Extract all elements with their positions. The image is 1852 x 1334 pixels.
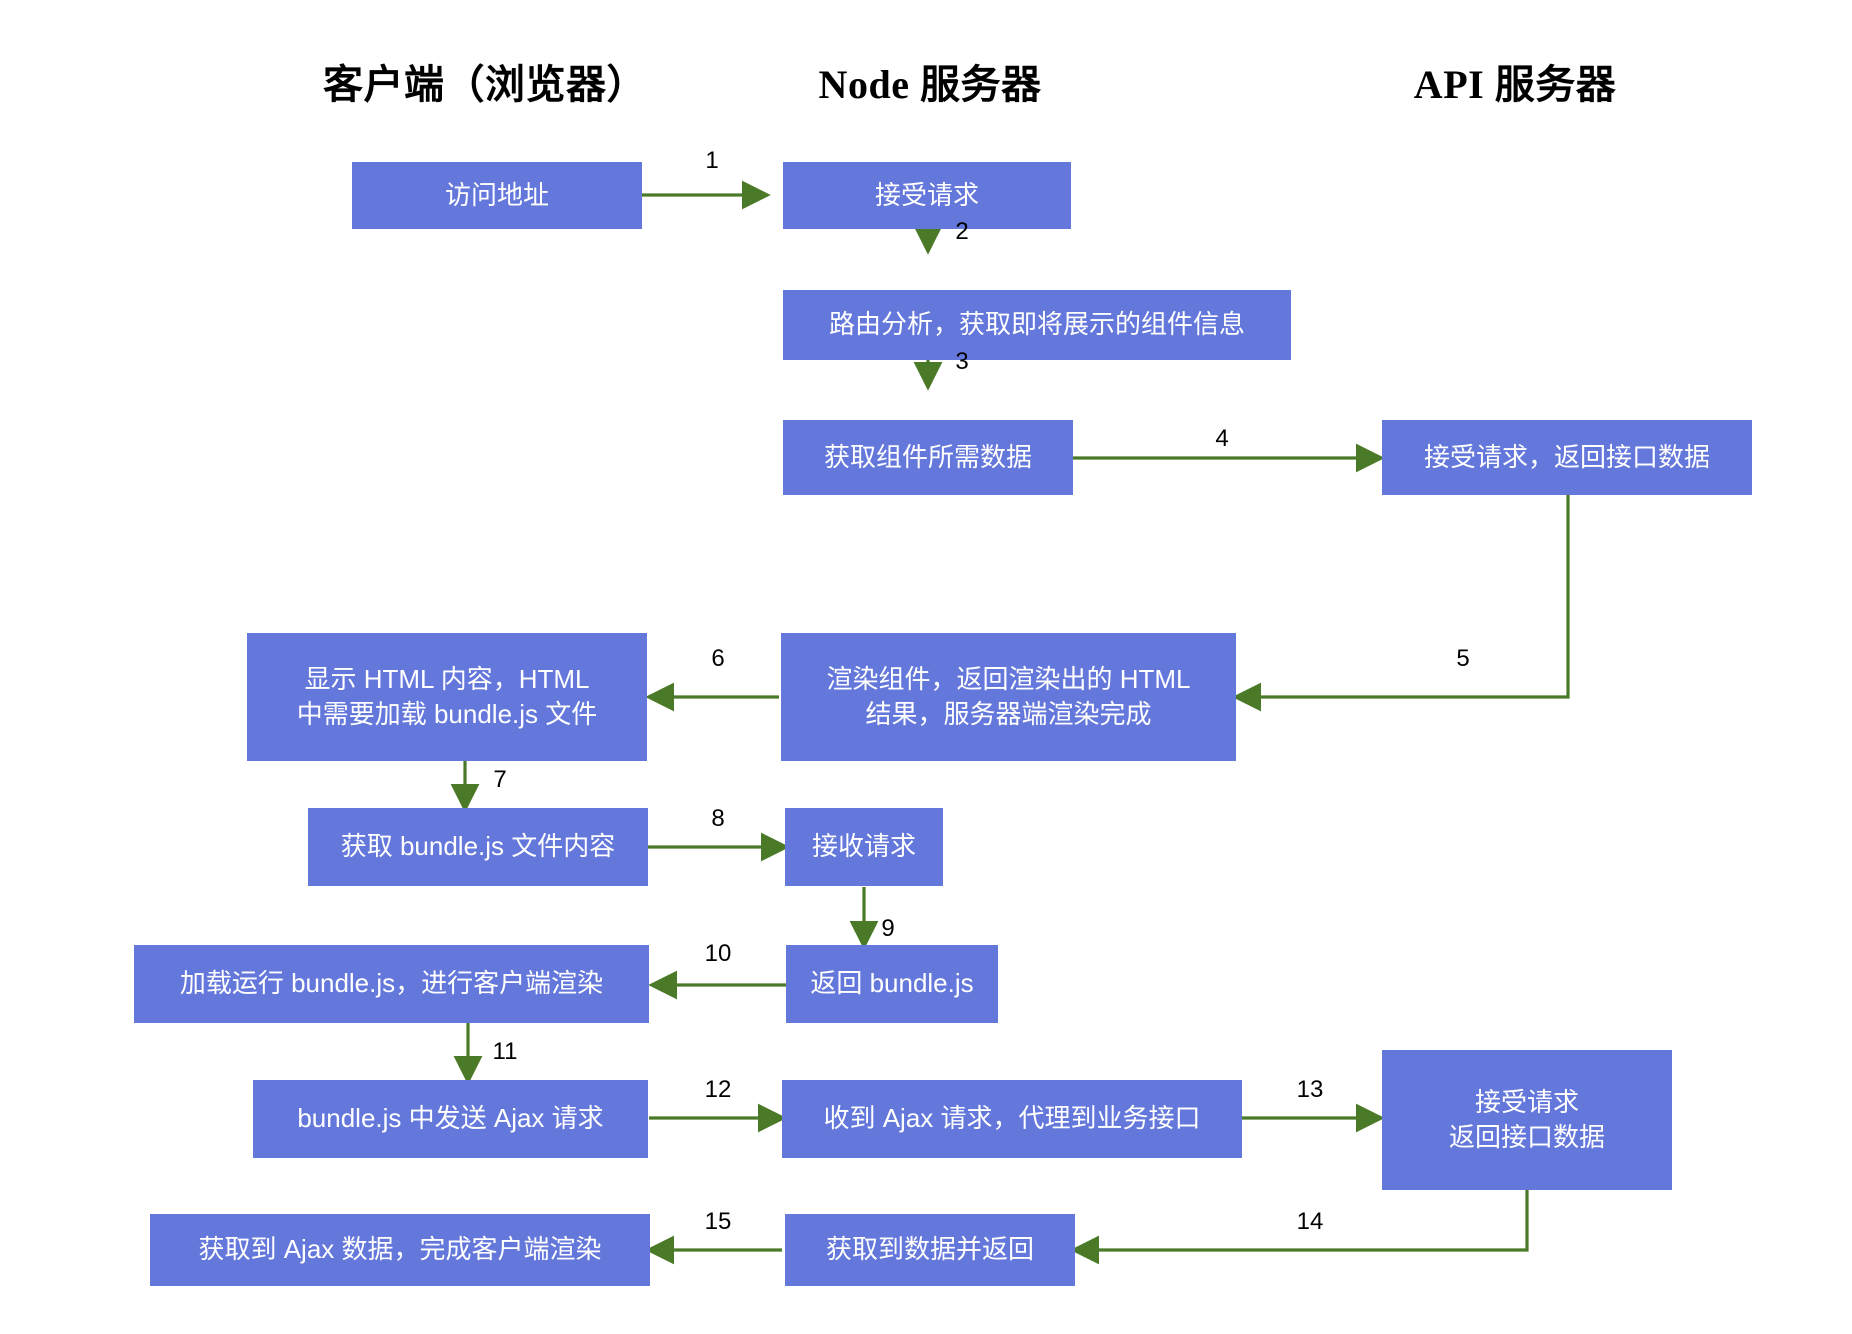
node-api-accept-return-data-2[interactable]: 接受请求 返回接口数据 — [1382, 1050, 1672, 1190]
edge-label-12: 12 — [704, 1076, 732, 1103]
edge-label-2: 2 — [955, 218, 969, 245]
node-api-accept-return-data[interactable]: 接受请求，返回接口数据 — [1382, 420, 1752, 495]
edge-label-9: 9 — [881, 915, 895, 942]
edge-label-4: 4 — [1215, 425, 1229, 452]
edge-label-6: 6 — [711, 645, 725, 672]
node-run-bundle-client-render[interactable]: 加载运行 bundle.js，进行客户端渲染 — [134, 945, 649, 1023]
node-get-data-and-return[interactable]: 获取到数据并返回 — [785, 1214, 1075, 1286]
node-fetch-component-data[interactable]: 获取组件所需数据 — [783, 420, 1073, 495]
edge-label-15: 15 — [704, 1208, 732, 1235]
edge-label-14: 14 — [1296, 1208, 1324, 1235]
edge-label-1: 1 — [705, 147, 719, 174]
edge-label-11: 11 — [492, 1038, 518, 1065]
node-receive-request[interactable]: 接收请求 — [785, 808, 943, 886]
edge-label-8: 8 — [711, 805, 725, 832]
node-visit-address[interactable]: 访问地址 — [352, 162, 642, 229]
node-send-ajax-request[interactable]: bundle.js 中发送 Ajax 请求 — [253, 1080, 648, 1158]
column-header-client: 客户端（浏览器） — [323, 62, 647, 107]
column-header-node-server: Node 服务器 — [818, 62, 1042, 107]
edge-label-13: 13 — [1296, 1076, 1324, 1103]
node-fetch-bundle-content[interactable]: 获取 bundle.js 文件内容 — [308, 808, 648, 886]
edge-label-10: 10 — [704, 940, 732, 967]
node-route-analysis[interactable]: 路由分析，获取即将展示的组件信息 — [783, 290, 1291, 360]
column-header-api-server: API 服务器 — [1413, 62, 1617, 107]
node-render-component-ssr[interactable]: 渲染组件，返回渲染出的 HTML 结果，服务器端渲染完成 — [781, 633, 1236, 761]
edge-label-3: 3 — [955, 348, 969, 375]
node-accept-request[interactable]: 接受请求 — [783, 162, 1071, 229]
edge-label-7: 7 — [493, 766, 507, 793]
edge-label-5: 5 — [1456, 645, 1470, 672]
arrow-5 — [1232, 495, 1570, 712]
node-return-bundle[interactable]: 返回 bundle.js — [786, 945, 998, 1023]
node-proxy-ajax-request[interactable]: 收到 Ajax 请求，代理到业务接口 — [782, 1080, 1242, 1158]
node-ajax-data-client-render-done[interactable]: 获取到 Ajax 数据，完成客户端渲染 — [150, 1214, 650, 1286]
node-display-html[interactable]: 显示 HTML 内容，HTML 中需要加载 bundle.js 文件 — [247, 633, 647, 761]
